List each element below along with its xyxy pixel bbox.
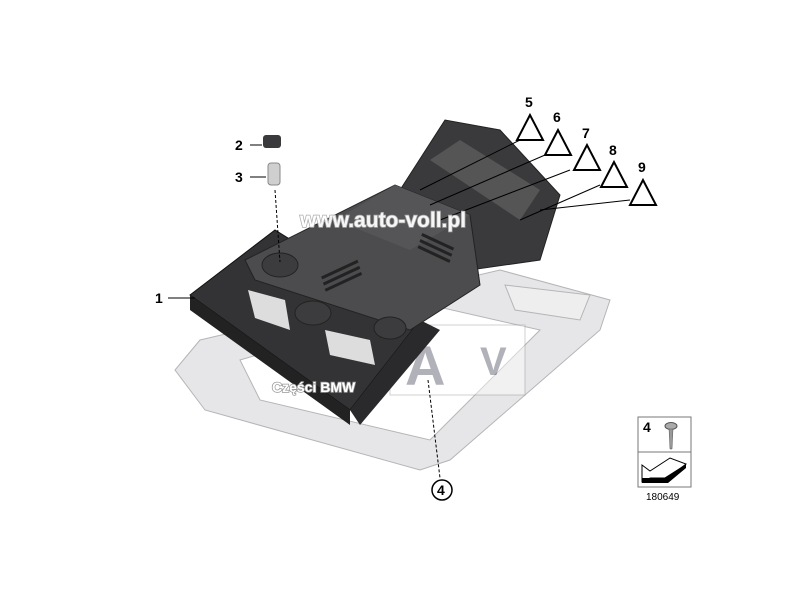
stud-part-3 bbox=[267, 162, 281, 186]
warning-triangle-icon bbox=[515, 112, 545, 141]
warning-triangle-icon bbox=[599, 159, 629, 188]
callout-1: 1 bbox=[155, 290, 163, 306]
circled-callout-4: 4 bbox=[437, 482, 445, 498]
vent-slots bbox=[321, 233, 455, 292]
watermark-text: Części BMW bbox=[272, 379, 356, 395]
warning-triangle-icon bbox=[572, 142, 602, 171]
cap-part-2 bbox=[263, 135, 281, 148]
watermark-url: www.auto-voll.pl bbox=[299, 209, 466, 232]
circled-callout-ring bbox=[431, 479, 453, 501]
warning-triangle-icon bbox=[543, 127, 573, 156]
drawing-number: 180649 bbox=[646, 492, 680, 503]
callout-5: 5 bbox=[525, 94, 533, 110]
callout-3: 3 bbox=[235, 169, 243, 185]
speaker-grille bbox=[248, 290, 375, 365]
screw-icon bbox=[664, 422, 678, 450]
leader-lines bbox=[168, 139, 631, 479]
roof-control-module bbox=[189, 184, 481, 425]
warning-triangles bbox=[515, 112, 658, 206]
svg-text:V: V bbox=[480, 340, 507, 384]
callout-7: 7 bbox=[582, 125, 590, 141]
callout-8: 8 bbox=[609, 142, 617, 158]
callout-9: 9 bbox=[638, 159, 646, 175]
warning-triangle-icon bbox=[628, 177, 658, 206]
legend-label: 4 bbox=[643, 419, 651, 435]
arrow-direction-icon bbox=[641, 457, 688, 483]
callout-2: 2 bbox=[235, 137, 243, 153]
legend-box: 4 180649 bbox=[637, 416, 692, 503]
callout-6: 6 bbox=[553, 109, 561, 125]
